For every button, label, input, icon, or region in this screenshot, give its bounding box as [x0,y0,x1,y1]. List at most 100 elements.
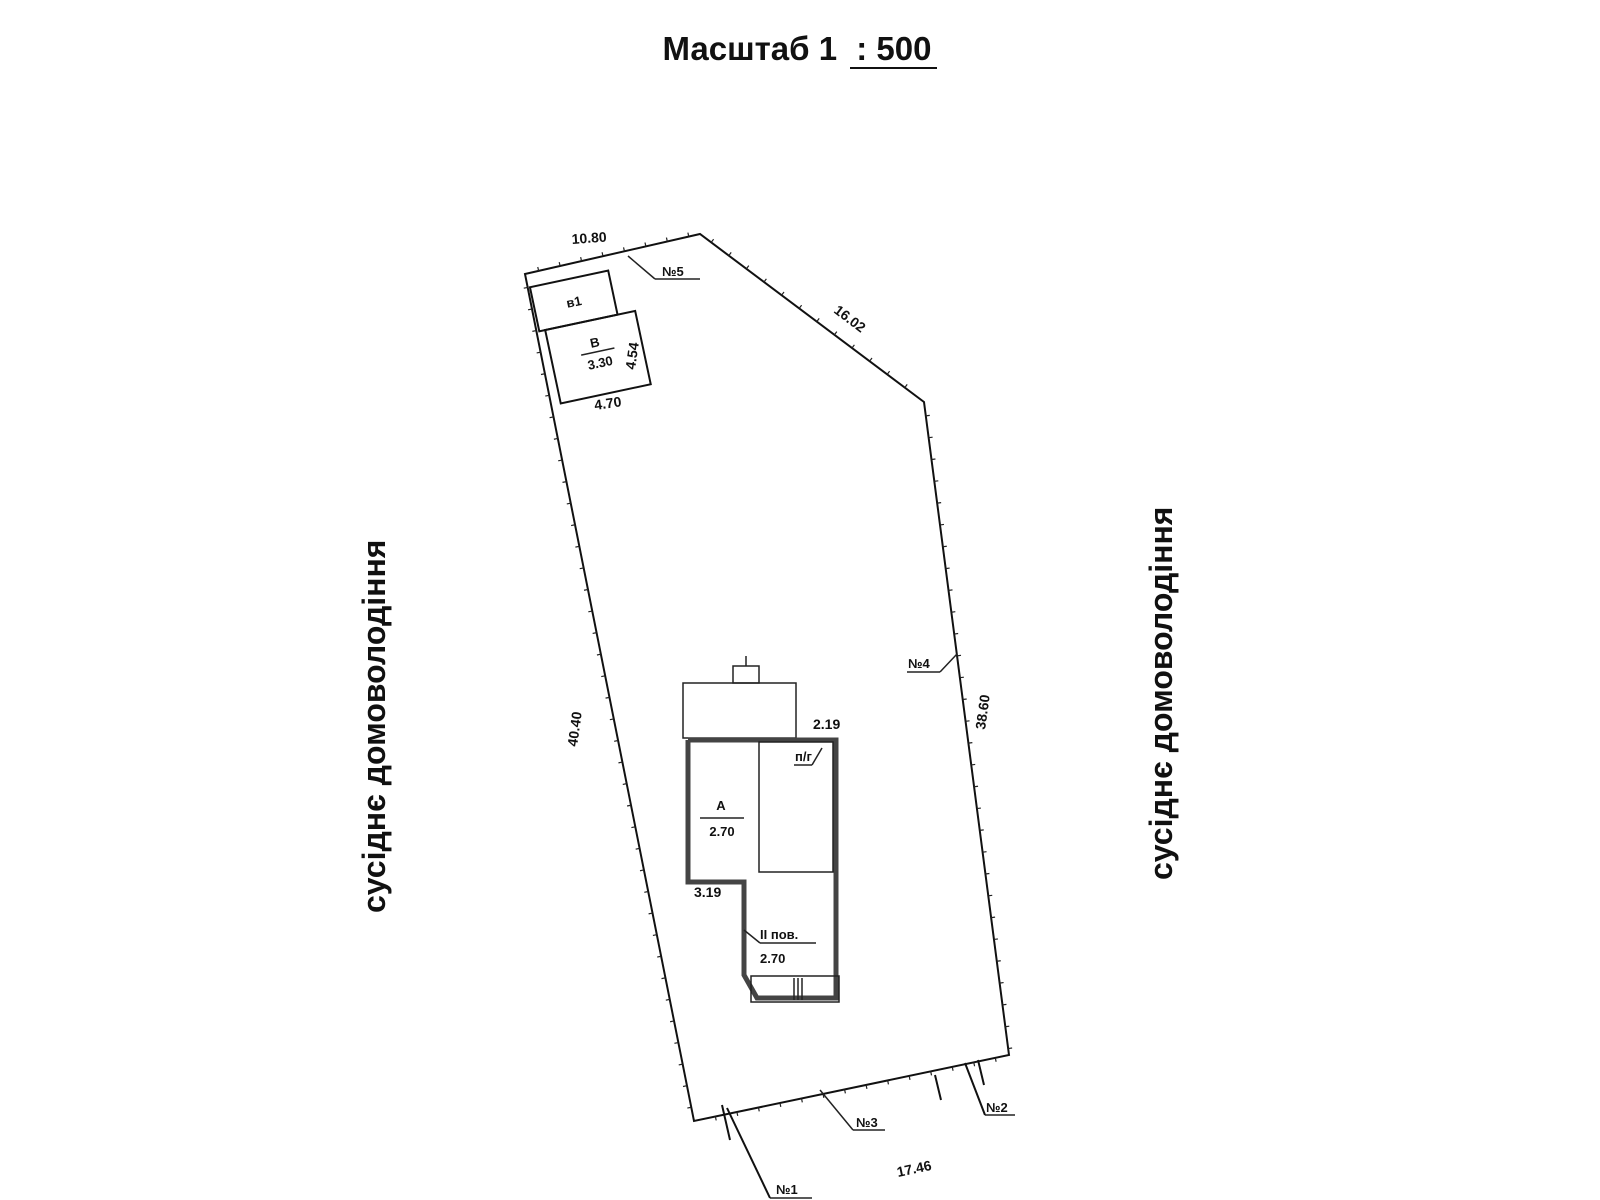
dim-bottom: 17.46 [895,1157,933,1180]
boundary-tick [626,804,632,807]
boundary-tick [816,318,820,322]
boundary-tick [886,370,891,375]
boundary-tick [657,955,662,958]
boundary-tick [570,524,576,527]
boundary-tick [982,851,987,853]
boundary-tick [851,344,855,349]
boundary-tick [674,1041,679,1044]
boundary-tick [991,916,996,919]
boundary-tick [652,934,657,937]
boundary-tick [523,286,528,289]
point-1-label: №1 [776,1182,798,1197]
boundary-tick [973,1062,976,1067]
point-4-label: №4 [908,656,930,671]
point-marker-3: №3 [819,1089,885,1131]
boundary-tick [540,373,546,376]
boundary-tick [665,998,670,1001]
boundary-tick [609,718,614,721]
boundary-tick [1008,1047,1013,1050]
boundary-tick [579,567,584,570]
boundary-tick [622,247,626,252]
basement-block [758,741,834,873]
point-5-label: №5 [662,264,684,279]
scale-value: : 500 [850,30,938,69]
boundary-tick [687,232,690,237]
boundary-tick [1005,1025,1010,1028]
dim-top: 10.80 [571,229,607,247]
point-marker-4: №4 [907,653,958,673]
point-2-label: №2 [986,1100,1008,1115]
boundary-tick [925,414,930,417]
boundary-tick [682,1085,688,1088]
scale-title: Масштаб 1 : 500 [0,30,1600,69]
boundary-tick [930,1071,933,1076]
dim-diagonal: 16.02 [831,302,869,336]
boundary-tick [728,252,732,256]
boundary-tick [545,394,550,397]
boundary-tick [908,1075,911,1080]
scale-separator: : [856,30,868,67]
boundary-tick [996,960,1001,962]
house-right-dim: 2.19 [813,716,840,732]
boundary-tick [714,1116,717,1121]
boundary-tick [951,611,956,613]
boundary-tick [954,632,959,635]
boundary-tick [928,436,933,439]
boundary-tick [937,502,942,504]
boundary-tick [601,675,606,678]
neighbor-right-label: сусіднє домоволодіння [1143,507,1179,880]
scale-label: Масштаб 1 [662,30,838,67]
boundary-tick [745,265,750,270]
boundary-tick [781,291,785,296]
boundary-tick [670,1020,675,1023]
boundary-tick [800,1098,803,1103]
boundary-tick [562,481,567,483]
boundary-tick [979,829,984,831]
boundary-tick [965,720,970,722]
boundary-tick [614,739,619,742]
dim-right: 38.60 [972,693,993,730]
boundary-tick [904,384,908,388]
second-floor-label: II пов. [760,927,798,942]
boundary-tick [968,742,973,744]
boundary-tick [558,459,563,462]
house-porch [682,682,797,739]
scale-number: 500 [876,30,932,67]
boundary-tick [631,826,636,829]
shed [543,309,652,405]
boundary-tick [948,589,953,592]
boundary-tick [945,567,950,570]
plot-boundary [523,232,1011,1123]
second-floor-height: 2.70 [760,951,785,966]
point-marker-2: №2 [964,1062,1015,1116]
house-steps [750,975,840,1003]
boundary-tick [779,1102,782,1108]
boundary-tick [639,869,645,872]
boundary-tick [763,278,767,283]
boundary-ticks [523,232,1013,1121]
boundary-tick [580,257,583,262]
boundary-tick [798,304,803,309]
boundary-tick [537,266,540,272]
boundary-tick [592,632,597,634]
boundary-tick [618,761,623,764]
shed-annex-label: в1 [565,293,583,311]
boundary-tick [536,351,541,354]
boundary-tick [588,610,593,613]
boundary-tick [999,981,1004,984]
boundary-tick [527,308,533,311]
boundary-tick [976,807,981,810]
house-left-dim: 3.19 [694,884,721,900]
house-entry [732,665,760,684]
boundary-tick [971,763,976,766]
boundary-tick [661,977,666,980]
dim-left: 40.40 [564,710,585,747]
boundary-tick [601,252,604,257]
boundary-tick [596,653,601,656]
boundary-tick [951,1066,954,1071]
boundary-tick [942,545,947,548]
house-height: 2.70 [709,824,734,839]
boundary-tick [1002,1003,1007,1006]
boundary-tick [988,894,993,897]
